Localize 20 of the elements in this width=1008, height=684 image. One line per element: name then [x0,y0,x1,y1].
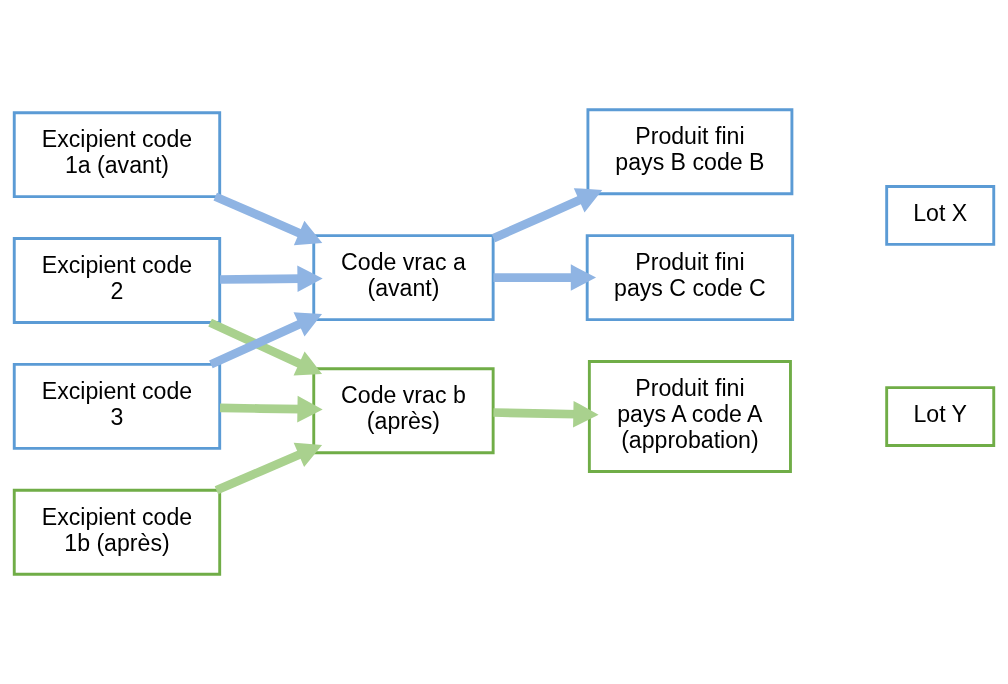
arrow [209,312,323,369]
arrow [213,192,323,246]
node-box: Lot Y [885,386,996,447]
arrow [208,318,323,376]
node-box: Excipient code 2 [12,237,222,324]
arrow [493,400,599,428]
arrow [219,395,323,423]
arrow [214,442,323,495]
node-box: Produit fini pays C code C [585,234,795,321]
node-box: Excipient code 1a (avant) [12,111,222,199]
arrow [491,188,603,243]
arrow [493,264,597,291]
node-box: Produit fini pays B code B [586,108,794,196]
node-box: Excipient code 3 [12,363,222,450]
node-box: Lot X [885,185,996,246]
node-box: Code vrac b (après) [312,367,495,455]
arrow [219,265,323,292]
node-box: Excipient code 1b (après) [12,488,222,576]
node-box: Code vrac a (avant) [312,234,495,321]
node-box: Produit fini pays A code A (approbation) [587,360,792,473]
